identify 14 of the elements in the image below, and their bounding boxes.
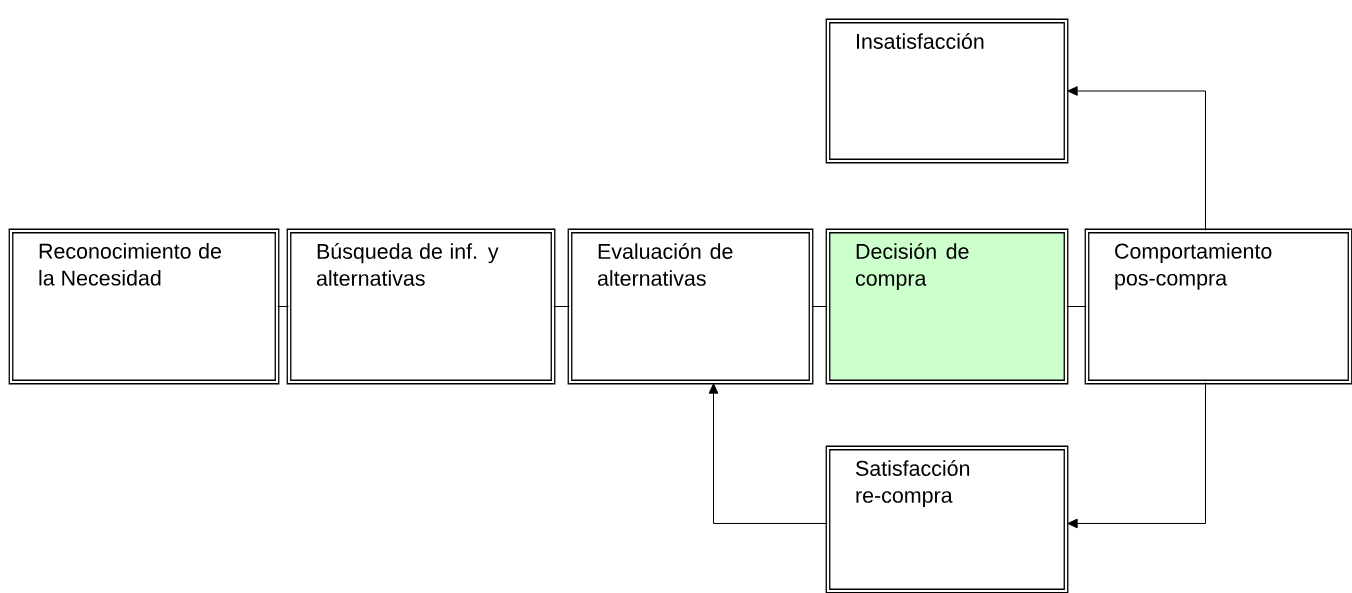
connector-line (553, 306, 570, 307)
connector-line (277, 306, 289, 307)
process-box: Reconocimiento de la Necesidad (8, 228, 280, 385)
connector-line (811, 306, 828, 307)
process-box: Búsqueda de inf. y alternativas (286, 228, 556, 385)
process-box: Evaluación de alternativas (567, 228, 814, 385)
arrow (1067, 382, 1206, 529)
process-box: Comportamiento pos-compra (1084, 228, 1352, 385)
arrow (708, 383, 828, 524)
process-box: Decisión de compra (825, 228, 1069, 385)
arrow (1067, 86, 1206, 231)
connector-line (1066, 306, 1087, 307)
process-box: Insatisfacción (825, 18, 1069, 164)
process-box: Satisfacción re-compra (825, 445, 1069, 593)
